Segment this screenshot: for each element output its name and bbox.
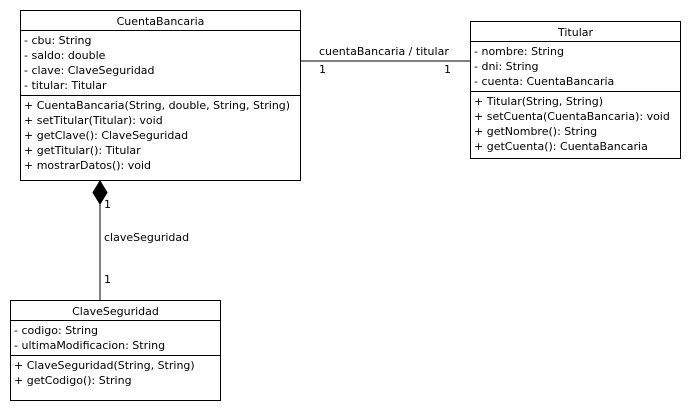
attribute: - dni: String [474, 60, 539, 73]
methods-section: + Titular(String, String) + setCuenta(Cu… [471, 91, 680, 156]
attributes-section: - nombre: String - dni: String - cuenta:… [471, 42, 680, 91]
method: + ClaveSeguridad(String, String) [14, 359, 195, 372]
class-name: Titular [471, 22, 680, 42]
attribute: - ultimaModificacion: String [14, 339, 166, 352]
multiplicity-target: 1 [104, 273, 111, 286]
methods-section: + CuentaBancaria(String, double, String,… [21, 95, 300, 175]
multiplicity-target: 1 [444, 63, 451, 76]
attribute: - codigo: String [14, 324, 99, 337]
method: + CuentaBancaria(String, double, String,… [24, 99, 291, 112]
method: + Titular(String, String) [474, 95, 603, 108]
method: + getTitular(): Titular [24, 144, 141, 157]
method: + setTitular(Titular): void [24, 114, 163, 127]
multiplicity-source: 1 [104, 198, 111, 211]
method: + getClave(): ClaveSeguridad [24, 129, 189, 142]
class-name: ClaveSeguridad [11, 301, 220, 321]
method: + setCuenta(CuentaBancaria): void [474, 110, 670, 123]
method: + mostrarDatos(): void [24, 159, 152, 172]
class-clave-seguridad[interactable]: ClaveSeguridad - codigo: String - ultima… [10, 300, 221, 401]
class-cuenta-bancaria[interactable]: CuentaBancaria - cbu: String - saldo: do… [20, 10, 301, 181]
attribute: - clave: ClaveSeguridad [24, 64, 155, 77]
method: + getCuenta(): CuentaBancaria [474, 140, 648, 153]
attribute: - nombre: String [474, 45, 564, 58]
composition-diamond-icon [92, 180, 108, 205]
composition-label: claveSeguridad [104, 231, 190, 244]
class-titular[interactable]: Titular - nombre: String - dni: String -… [470, 21, 681, 159]
attribute: - cbu: String [24, 34, 92, 47]
class-name: CuentaBancaria [21, 11, 300, 31]
multiplicity-source: 1 [319, 63, 326, 76]
attribute: - titular: Titular [24, 79, 107, 92]
attribute: - cuenta: CuentaBancaria [474, 75, 615, 88]
attribute: - saldo: double [24, 49, 106, 62]
attributes-section: - cbu: String - saldo: double - clave: C… [21, 31, 300, 95]
methods-section: + ClaveSeguridad(String, String) + getCo… [11, 355, 220, 390]
association-label: cuentaBancaria / titular [319, 45, 449, 58]
method: + getCodigo(): String [14, 374, 132, 387]
attributes-section: - codigo: String - ultimaModificacion: S… [11, 321, 220, 355]
method: + getNombre(): String [474, 125, 598, 138]
